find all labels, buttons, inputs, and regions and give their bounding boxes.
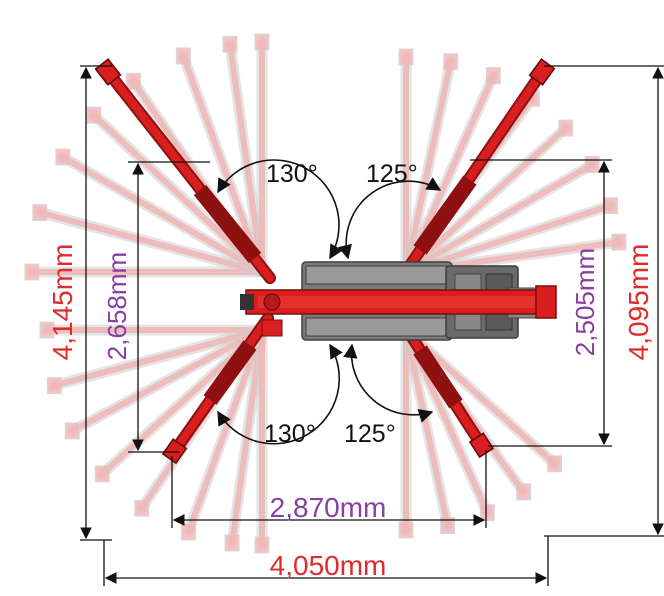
ghost-outrigger-pad-7: [254, 33, 270, 51]
ghost-outrigger-pad-5: [175, 47, 191, 65]
ghost-outrigger-pad-21: [181, 523, 196, 541]
ghost-outrigger-pad-22: [224, 534, 240, 552]
ghost-outrigger-pad-12: [558, 119, 574, 137]
angle-label-top-right: 125°: [366, 160, 418, 188]
dimension-label-right-inner-span: 2,505mm: [570, 248, 600, 356]
outrigger-rear-right: [396, 316, 495, 459]
dimension-label-left-inner-span: 2,658mm: [102, 252, 132, 360]
ghost-outrigger-pad-8: [398, 48, 414, 66]
angle-label-bottom-right: 125°: [344, 420, 396, 448]
ghost-outrigger-pad-27: [516, 483, 532, 501]
dimension-label-front-outrigger-width: 2,870mm: [270, 492, 387, 523]
ghost-outrigger-pad-17: [46, 377, 62, 395]
ghost-outrigger-pad-16: [39, 321, 55, 339]
ghost-outrigger-pad-3: [86, 106, 102, 124]
ghost-outrigger-pad-9: [443, 53, 459, 71]
dimension-label-left-outer-span: 4,145mm: [47, 244, 78, 361]
outrigger-rear-left: [161, 312, 274, 465]
swing-arc-bottom-left: [217, 343, 343, 445]
ghost-outrigger-pad-18: [64, 422, 80, 440]
dimension-label-overall-width: 4,050mm: [270, 550, 387, 581]
ghost-outrigger-pad-20: [134, 499, 150, 517]
ghost-outrigger-core-14: [403, 202, 614, 275]
ghost-outrigger-pad-15: [611, 233, 627, 251]
ghost-outrigger-pad-26: [479, 504, 495, 522]
ghost-outrigger-pad-6: [222, 35, 238, 53]
ghost-outrigger-pad-1: [32, 204, 48, 221]
dimension-lines: [80, 65, 664, 586]
swing-arc-top-right: [337, 177, 442, 260]
ghost-outrigger-pad-0: [24, 263, 40, 281]
angle-label-top-left: 130°: [266, 160, 318, 188]
ghost-outrigger-pad-4: [125, 72, 141, 90]
ghost-outrigger-core-1: [36, 209, 265, 275]
ghost-outrigger-pad-24: [398, 521, 414, 539]
swing-arc-bottom-right: [343, 343, 434, 423]
ghost-outrigger-pad-13: [584, 156, 600, 173]
ghost-outrigger-pad-14: [603, 197, 618, 215]
ghost-outrigger-pad-28: [547, 455, 563, 473]
ghost-outrigger-pad-2: [55, 148, 71, 166]
angle-label-bottom-left: 130°: [264, 420, 316, 448]
ghost-outrigger-pad-10: [485, 67, 501, 85]
ghost-outrigger-pad-19: [94, 465, 110, 483]
crane-boom: [240, 285, 557, 337]
ghost-outrigger-pad-23: [254, 536, 270, 554]
dimension-label-right-outer-span: 4,095mm: [623, 244, 654, 361]
outrigger-front-right: [394, 58, 556, 286]
